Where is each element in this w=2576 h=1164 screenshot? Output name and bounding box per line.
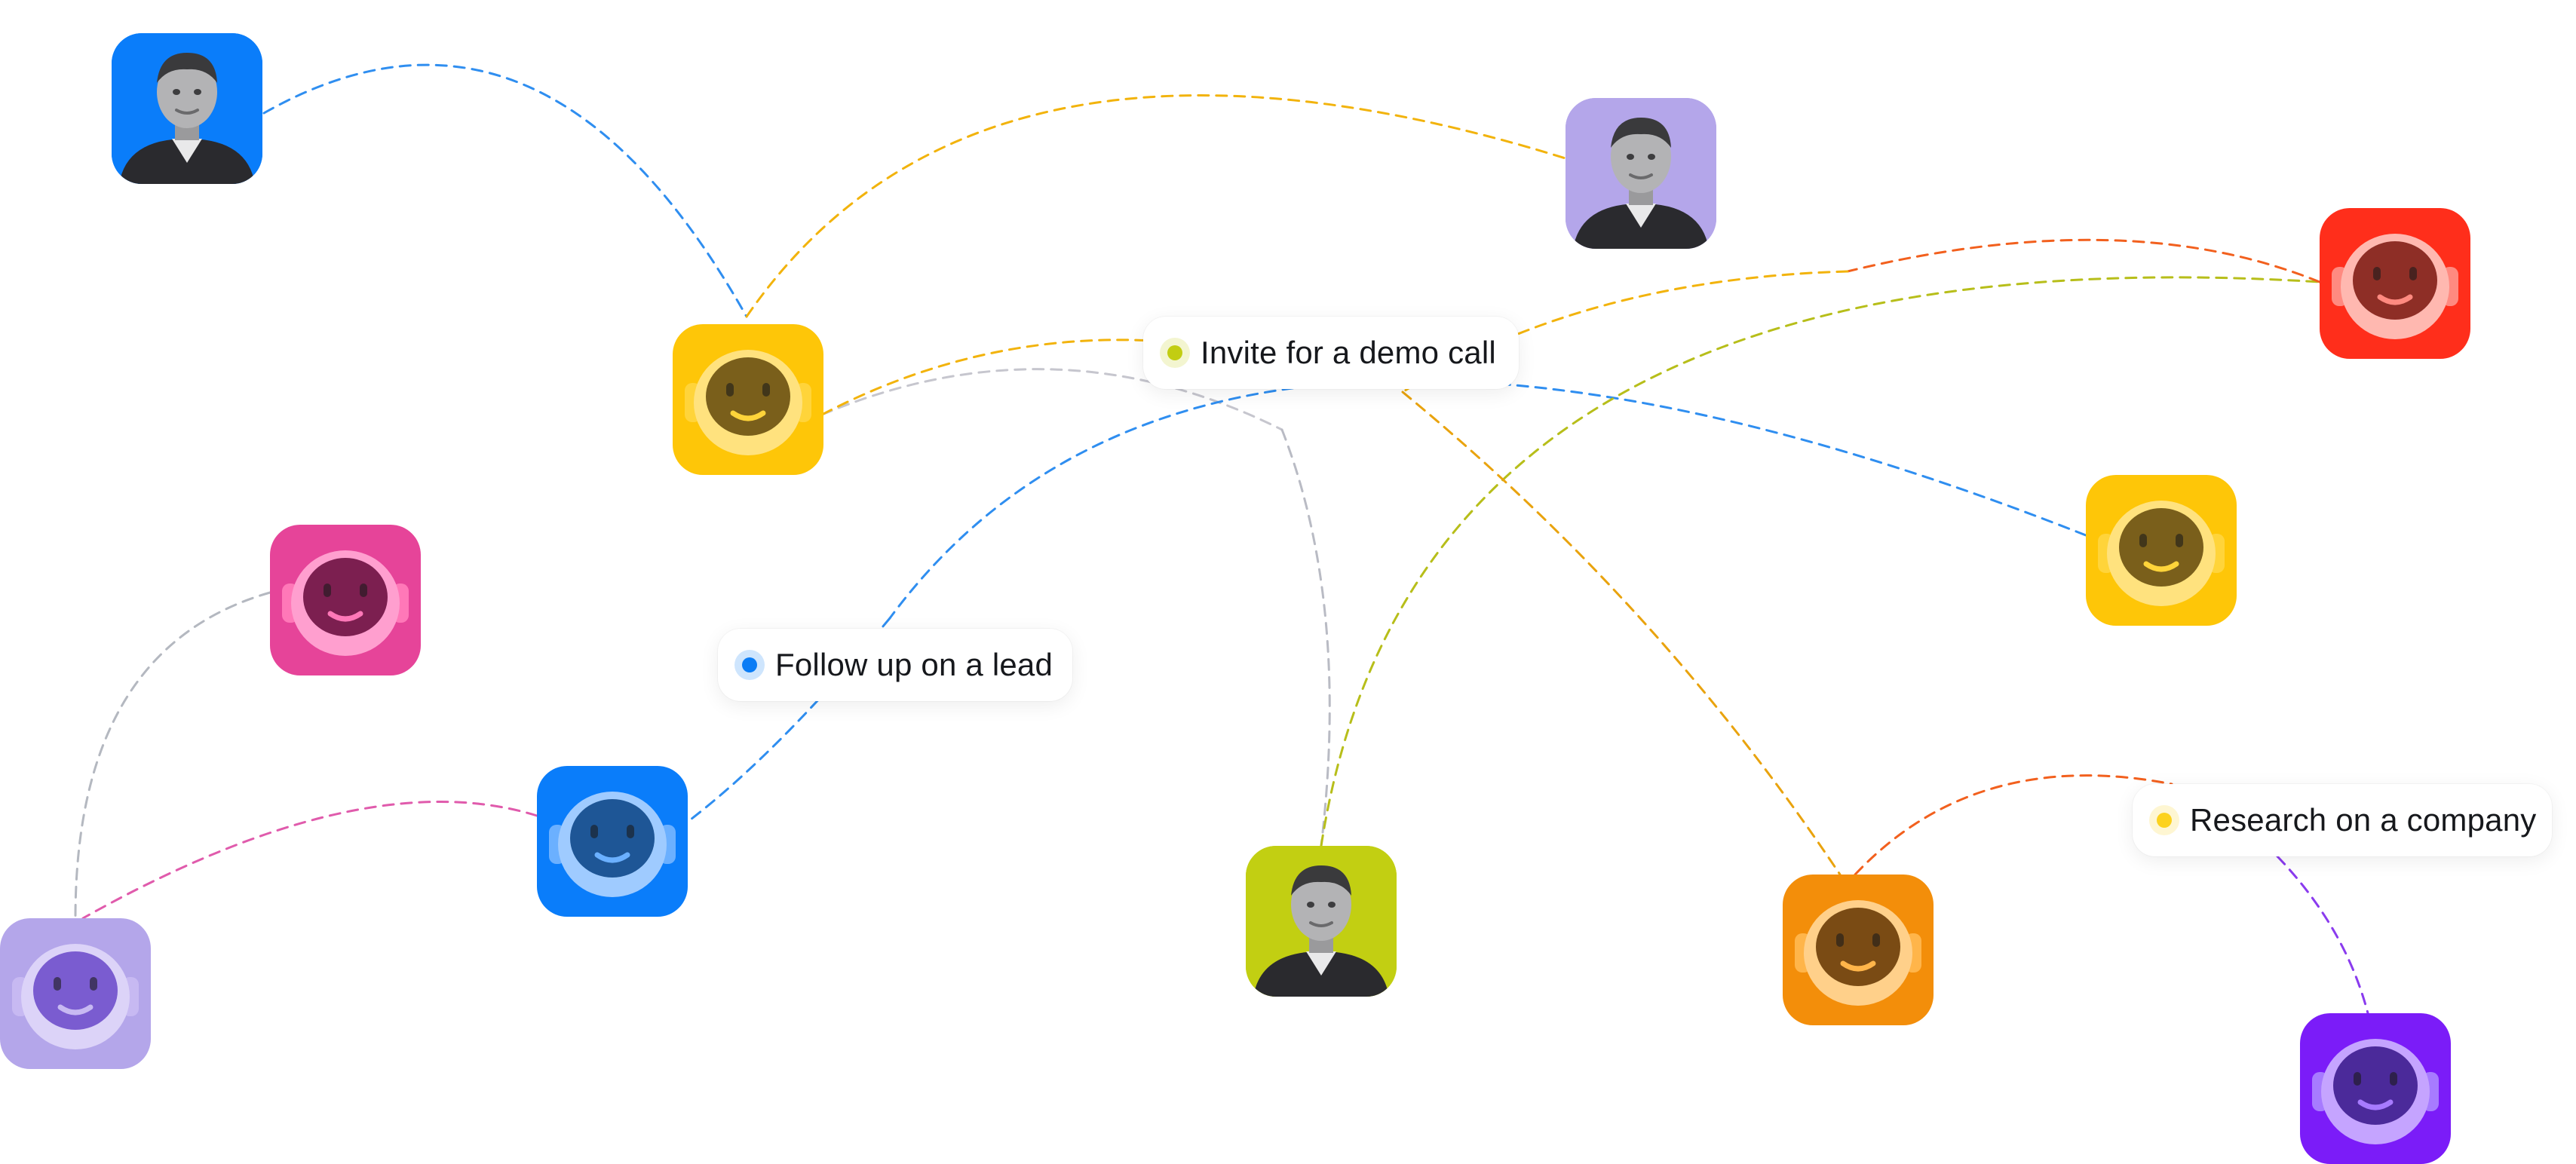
connector-agent1-demo-chip: [820, 338, 1155, 416]
connector-agent2-arc: [1846, 238, 2321, 283]
agent-avatar-1[interactable]: [673, 324, 823, 475]
robot-icon: [1795, 900, 1921, 1006]
connector-user1-agent1: [262, 63, 748, 318]
robot-icon: [12, 944, 139, 1049]
agent-avatar-4[interactable]: [270, 525, 421, 675]
connector-agent7-research: [1854, 774, 2173, 876]
task-chip-label: Follow up on a lead: [775, 647, 1053, 682]
connector-research-agent8: [2276, 855, 2369, 1015]
connector-user3-agent2: [1320, 276, 2321, 847]
agent-avatar-7[interactable]: [1783, 875, 1934, 1025]
connector-to-user3: [1280, 428, 1331, 847]
robot-icon: [2098, 501, 2225, 606]
person-photo-icon: [112, 33, 262, 184]
task-chip-label: Invite for a demo call: [1201, 335, 1496, 370]
agent-avatar-2[interactable]: [2320, 208, 2470, 359]
connector-agent5-agent6: [81, 801, 538, 920]
connector-demo-chip-agent7: [1401, 391, 1842, 876]
person-photo-icon: [1566, 98, 1716, 249]
agent-avatar-6[interactable]: [0, 918, 151, 1069]
robot-icon: [2312, 1039, 2439, 1144]
robot-icon: [549, 792, 676, 897]
robot-icon: [685, 350, 811, 455]
status-dot-icon: [2149, 805, 2179, 835]
status-dot-icon: [734, 650, 765, 680]
connector-agent3-follow-up: [888, 379, 2087, 620]
robot-icon: [2332, 234, 2458, 339]
agent-avatar-5[interactable]: [537, 766, 688, 917]
connector-agent4-agent6: [74, 591, 271, 920]
user-avatar-1[interactable]: [112, 33, 262, 184]
task-chip-demo-call[interactable]: Invite for a demo call: [1143, 317, 1519, 389]
task-chip-follow-up[interactable]: Follow up on a lead: [718, 629, 1072, 701]
robot-icon: [282, 550, 409, 656]
task-chip-label: Research on a company: [2190, 802, 2537, 838]
task-chip-research[interactable]: Research on a company: [2133, 784, 2552, 856]
status-dot-icon: [1160, 338, 1190, 368]
person-photo-icon: [1246, 846, 1397, 997]
user-avatar-3[interactable]: [1246, 846, 1397, 997]
agent-avatar-8[interactable]: [2300, 1013, 2451, 1164]
user-avatar-2[interactable]: [1566, 98, 1716, 249]
agent-avatar-3[interactable]: [2086, 475, 2237, 626]
connector-agent1-user2: [745, 94, 1567, 318]
